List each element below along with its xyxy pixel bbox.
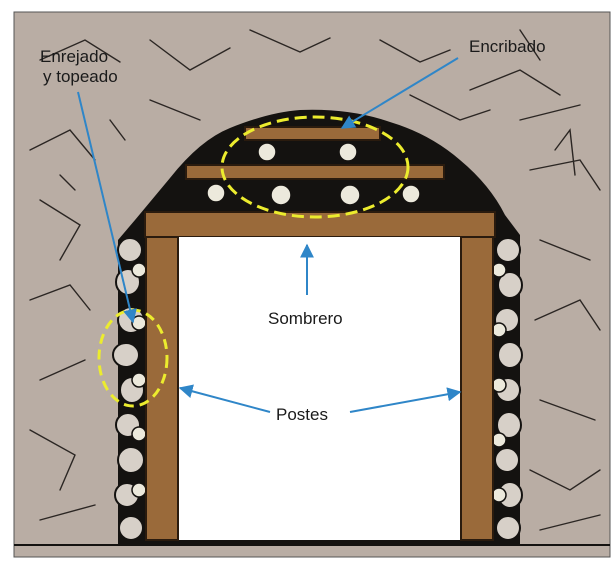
label-sombrero: Sombrero — [268, 309, 343, 328]
crib-top-board — [244, 126, 381, 141]
label-enrejado-line1: Enrejado — [40, 47, 108, 66]
right-post — [460, 236, 494, 541]
crib-top-logs — [257, 142, 358, 162]
postes-right-leader — [349, 387, 462, 413]
postes-left-leader — [178, 384, 271, 413]
enrejado-leader — [77, 91, 137, 324]
right-log-ends — [491, 262, 507, 503]
encribado-highlight — [220, 115, 410, 219]
left-post — [145, 236, 179, 541]
tunnel-opening — [178, 237, 461, 540]
label-encribado: Encribado — [469, 37, 546, 56]
label-enrejado-line2: y topeado — [43, 67, 118, 86]
crib-bottom-logs — [206, 183, 421, 206]
encribado-leader — [340, 57, 459, 129]
label-postes: Postes — [276, 405, 328, 424]
rock-texture — [29, 29, 601, 531]
crib-middle-board — [185, 164, 445, 180]
